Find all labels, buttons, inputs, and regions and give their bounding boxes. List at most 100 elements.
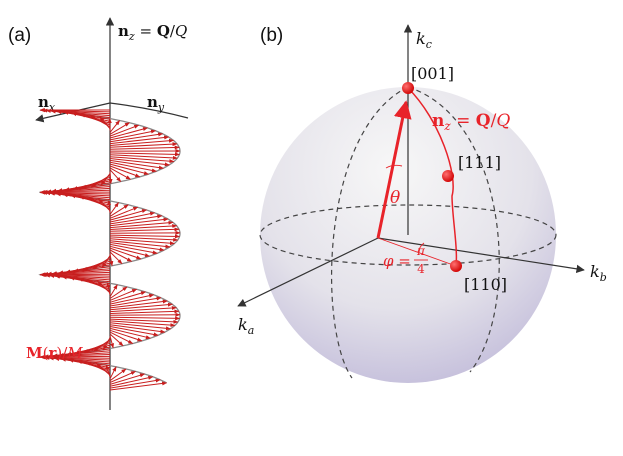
- spin-arrow: [109, 158, 170, 167]
- spin-arrow: [109, 132, 164, 143]
- label-111: [111]: [458, 153, 501, 172]
- panel-a-m-label: M(r)/M: [26, 344, 83, 362]
- spin-arrow: [109, 129, 156, 141]
- spin-arrow: [109, 253, 114, 267]
- spin-arrow: [109, 159, 164, 170]
- svg-text:π: π: [416, 244, 426, 258]
- spin-arrow: [109, 366, 117, 380]
- spin-arrow: [109, 245, 150, 258]
- spin-arrow: [109, 296, 162, 307]
- spin-arrow: [109, 302, 173, 311]
- svg-text:4: 4: [417, 262, 425, 276]
- spin-arrow: [109, 381, 168, 391]
- dot-110: [450, 260, 462, 272]
- spin-arrow: [109, 333, 124, 347]
- spin-arrow: [109, 322, 171, 331]
- meridian-right: [407, 86, 500, 373]
- ka-label: ka: [238, 315, 254, 337]
- spin-arrow: [109, 138, 174, 146]
- spin-arrow: [109, 165, 141, 178]
- spin-arrow: [109, 217, 169, 227]
- spin-arrow: [109, 312, 181, 317]
- spin-arrow: [109, 327, 151, 340]
- spin-arrow: [109, 135, 170, 145]
- panel-a-label: (a): [8, 25, 31, 46]
- spin-arrow: [109, 120, 120, 133]
- meridian-left: [330, 86, 409, 379]
- spin-arrow: [109, 234, 180, 239]
- spin-arrow: [109, 211, 156, 223]
- phi-arc: [417, 242, 425, 253]
- spin-arrow: [109, 370, 136, 383]
- spin-arrow: [109, 167, 131, 180]
- spin-arrow: [109, 161, 157, 173]
- panel-a-nz-label: nz = Q/Q: [118, 22, 187, 43]
- panel-a-ny-label: ny: [147, 93, 165, 114]
- kb-axis: [377, 237, 585, 273]
- spin-arrow: [109, 318, 179, 324]
- spin-arrow: [109, 309, 180, 314]
- spin-arrow: [109, 299, 168, 309]
- panel-a-nx-label: nx: [38, 93, 56, 114]
- spin-arrow: [109, 145, 180, 150]
- svg-text:φ =: φ =: [383, 252, 411, 270]
- spin-arrow: [109, 243, 158, 255]
- spin-arrow: [109, 238, 175, 246]
- spin-arrow: [109, 227, 180, 232]
- spin-arrow: [109, 242, 165, 252]
- ka-axis: [237, 237, 379, 307]
- spin-arrow: [109, 154, 178, 160]
- spin-arrow: [99, 116, 111, 130]
- ny-axis: [109, 102, 189, 119]
- kc-label: kc: [416, 29, 432, 51]
- label-110: [110]: [464, 275, 507, 294]
- spin-arrow: [109, 206, 139, 219]
- spin-arrow: [109, 251, 123, 265]
- spin-arrow: [109, 156, 175, 164]
- spin-arrow: [109, 209, 147, 221]
- spin-arrow: [109, 127, 148, 139]
- helix-arrows: [39, 108, 181, 391]
- spin-arrow: [109, 368, 127, 382]
- spin-arrow: [109, 335, 114, 349]
- spin-arrow: [109, 373, 145, 385]
- spin-arrow: [105, 364, 111, 378]
- red-arc: [407, 87, 458, 267]
- spin-arrow: [108, 171, 113, 185]
- spin-arrow: [95, 362, 111, 376]
- spin-arrow: [109, 220, 174, 229]
- spin-arrow: [109, 305, 177, 313]
- spin-arrow: [109, 284, 118, 297]
- spin-arrow: [109, 204, 129, 217]
- phi-projection: [377, 237, 457, 267]
- spin-arrow: [109, 240, 171, 249]
- kb-label: kb: [590, 262, 607, 284]
- spin-arrow: [107, 200, 112, 213]
- label-001: [001]: [411, 64, 454, 83]
- spin-arrow: [106, 282, 111, 295]
- spin-arrow: [109, 329, 143, 342]
- phi-label: φ = π 4: [383, 244, 428, 276]
- spin-arrow: [109, 124, 140, 137]
- spin-arrow: [77, 360, 111, 372]
- dot-111: [442, 170, 454, 182]
- spin-arrow: [109, 375, 154, 387]
- spin-arrow: [109, 286, 128, 299]
- spin-arrow: [109, 224, 178, 230]
- spin-arrow: [109, 163, 149, 175]
- spin-arrow: [109, 324, 166, 334]
- nz-vector: [376, 100, 412, 239]
- spin-arrow: [109, 378, 161, 389]
- spin-arrow: [109, 326, 159, 337]
- dot-001: [402, 82, 414, 94]
- spin-arrow: [97, 280, 111, 294]
- spin-arrow: [109, 293, 155, 305]
- spin-arrow: [98, 198, 111, 212]
- panel-b: (b) kc kb ka [001] [111]: [237, 24, 607, 383]
- spin-arrow: [109, 249, 133, 262]
- panel-b-nz-label: nz = Q/Q: [432, 111, 510, 133]
- spin-arrow: [109, 202, 119, 215]
- panel-b-label: (b): [260, 25, 283, 46]
- theta-label: θ: [390, 188, 400, 208]
- spin-arrow: [109, 152, 180, 157]
